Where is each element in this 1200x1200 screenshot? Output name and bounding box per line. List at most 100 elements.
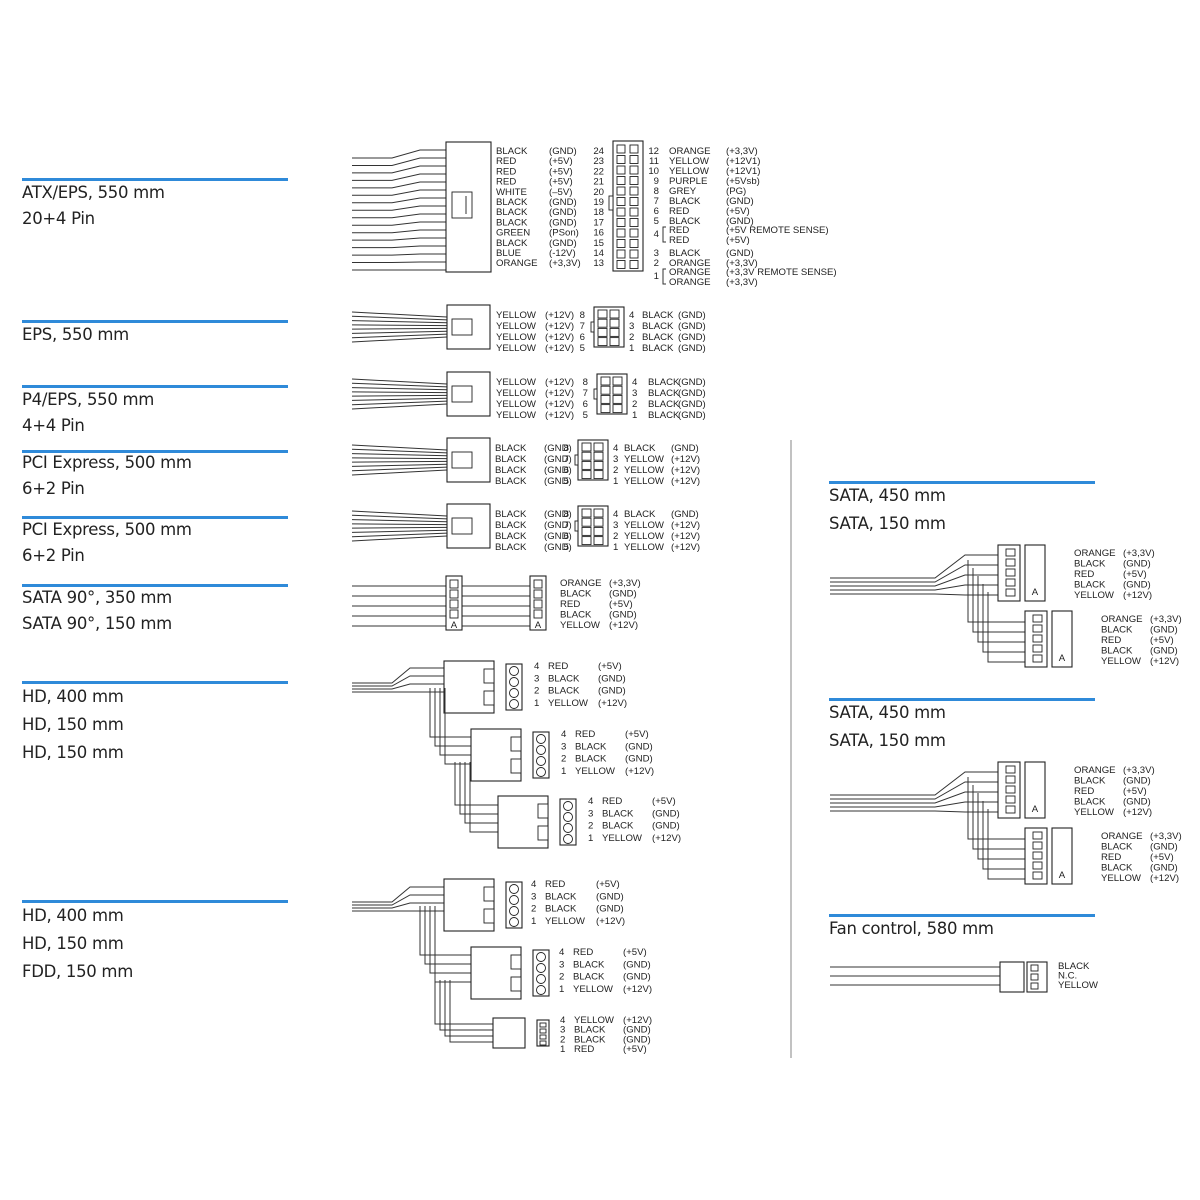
pci2-right-color: YELLOW (624, 520, 665, 531)
p4-right-color: BLACK (648, 388, 680, 399)
hd1-molex-b-socket-pin (536, 745, 546, 755)
atx-socket-pin (616, 249, 626, 259)
atx-right-signal: (+5V REMOTE SENSE) (726, 225, 829, 236)
atx-right-color: YELLOW (669, 156, 710, 167)
caption-p4: P4/EPS, 550 mm 4+4 Pin (22, 387, 154, 439)
sata1-plug-b-contact (1032, 634, 1043, 643)
atx-left-color: RED (496, 166, 516, 177)
hd1-molex-c-plug-key (537, 825, 549, 841)
pci1-socket-pin (593, 442, 604, 452)
sata2-plug-b-contact (1032, 861, 1043, 870)
hd1-molex-a-plug-key (483, 668, 495, 684)
p4-wire (351, 394, 448, 397)
hd2-drop-wire (444, 980, 493, 1037)
pci2-right-pin: 2 (613, 531, 618, 542)
sata1-socket-a (1024, 544, 1046, 602)
p4-socket-pin (600, 376, 611, 386)
eps-right-color: BLACK (642, 343, 674, 354)
caption-line: SATA, 150 mm (829, 514, 946, 533)
sata1-a-color: RED (1074, 569, 1094, 580)
atx-right-color: RED (669, 206, 689, 217)
hd2-trunk-wire (352, 902, 444, 909)
pci1-left-signal: (GND) (544, 454, 572, 465)
atx-left-color: BLACK (496, 238, 528, 249)
p4-left-pin: 8 (583, 377, 588, 388)
atx-left-color: BLACK (496, 217, 528, 228)
atx-right-color: YELLOW (669, 166, 710, 177)
rule-eps (22, 320, 288, 323)
sata2-trunk-wire (830, 781, 998, 800)
eps-socket-pin (597, 337, 608, 347)
pci1-wire (351, 457, 448, 460)
caption-pci1: PCI Express, 500 mm 6+2 Pin (22, 450, 192, 502)
sata1-b-color: RED (1101, 635, 1121, 646)
eps-wire (351, 315, 448, 321)
atx-left-signal: (GND) (549, 238, 577, 249)
caption-line: PCI Express, 500 mm (22, 520, 192, 539)
pci2-left-signal: (GND) (544, 520, 572, 531)
hd1-molex-a-color: BLACK (548, 686, 580, 697)
hd1-molex-b-signal: (GND) (625, 754, 653, 765)
hd1-drop-wire (464, 762, 498, 824)
atx-right-pin: 9 (654, 176, 659, 187)
hd2-molex-b-color: BLACK (573, 959, 605, 970)
hd2-molex-b-color: BLACK (573, 972, 605, 983)
caption-line: HD, 150 mm (22, 715, 124, 734)
rule-p4 (22, 385, 288, 388)
pci1-right-color: YELLOW (624, 465, 665, 476)
sata90-signal: (+3,3V) (609, 578, 641, 589)
sata1-plug-a-contact (1005, 548, 1016, 557)
pci2-socket-pin (581, 536, 592, 546)
sata2-plug-b-contact (1032, 851, 1043, 860)
pci1-right-pin: 3 (613, 454, 618, 465)
pci1-socket-pin (581, 460, 592, 470)
hd1-molex-b-signal: (+5V) (625, 729, 649, 740)
eps-left-color: YELLOW (496, 310, 537, 321)
sata1-trunk-wire (830, 593, 998, 596)
hd1-trunk-wire (352, 683, 444, 690)
pci2-left-pin: 8 (564, 509, 569, 520)
pci2-socket-pin (593, 536, 604, 546)
caption-hd1: HD, 400 mm HD, 150 mm HD, 150 mm (22, 683, 124, 767)
eps-right-pin: 2 (629, 332, 634, 343)
caption-line: 6+2 Pin (22, 479, 85, 498)
sata2-b-color: YELLOW (1101, 873, 1142, 884)
sata1-drop-wire (982, 584, 1025, 653)
atx-right-pin: 6 (654, 206, 659, 217)
pci2-wire (351, 526, 448, 529)
hd2-drop-wire (429, 906, 471, 974)
atx-left-signal: (–5V) (549, 187, 572, 198)
hd1-molex-c-color: YELLOW (602, 833, 643, 844)
pci1-left-signal: (GND) (544, 465, 572, 476)
eps-wire (351, 336, 448, 343)
fdd-pin: 1 (560, 1044, 565, 1055)
caption-sata1: SATA, 450 mm SATA, 150 mm (829, 482, 946, 538)
atx-socket-pin (616, 228, 626, 238)
caption-line: EPS, 550 mm (22, 325, 129, 344)
sata1-a-color: BLACK (1074, 580, 1106, 591)
atx-socket-latch (608, 195, 614, 211)
rule-hd2 (22, 900, 288, 903)
sata2-drop-wire (987, 809, 1025, 880)
caption-hd2: HD, 400 mm HD, 150 mm FDD, 150 mm (22, 902, 133, 986)
hd2-molex-a-color: YELLOW (545, 916, 586, 927)
hd2-drop-wire (424, 906, 471, 965)
p4-right-color: BLACK (648, 399, 680, 410)
eps-left-signal: (+12V) (545, 332, 574, 343)
sata1-a-signal: (+12V) (1123, 590, 1152, 601)
atx-left-signal: (GND) (549, 197, 577, 208)
sata1-plug-b-contact (1032, 644, 1043, 653)
sata2-a-color: BLACK (1074, 797, 1106, 808)
hd1-molex-c-signal: (+12V) (652, 833, 681, 844)
caption-eps: EPS, 550 mm (22, 322, 129, 348)
pci2-left-signal: (GND) (544, 531, 572, 542)
hd1-drop-wire (429, 688, 471, 738)
hd1-molex-c-socket-pin (563, 801, 573, 811)
pci2-plug-latch (451, 517, 473, 535)
hd2-molex-a-socket-housing (505, 881, 523, 929)
sata1-trunk-wire (830, 554, 998, 579)
sata90-signal: (+12V) (609, 620, 638, 631)
eps-right-color: BLACK (642, 310, 674, 321)
rule-hd1 (22, 681, 288, 684)
atx-socket-pin (629, 239, 639, 248)
